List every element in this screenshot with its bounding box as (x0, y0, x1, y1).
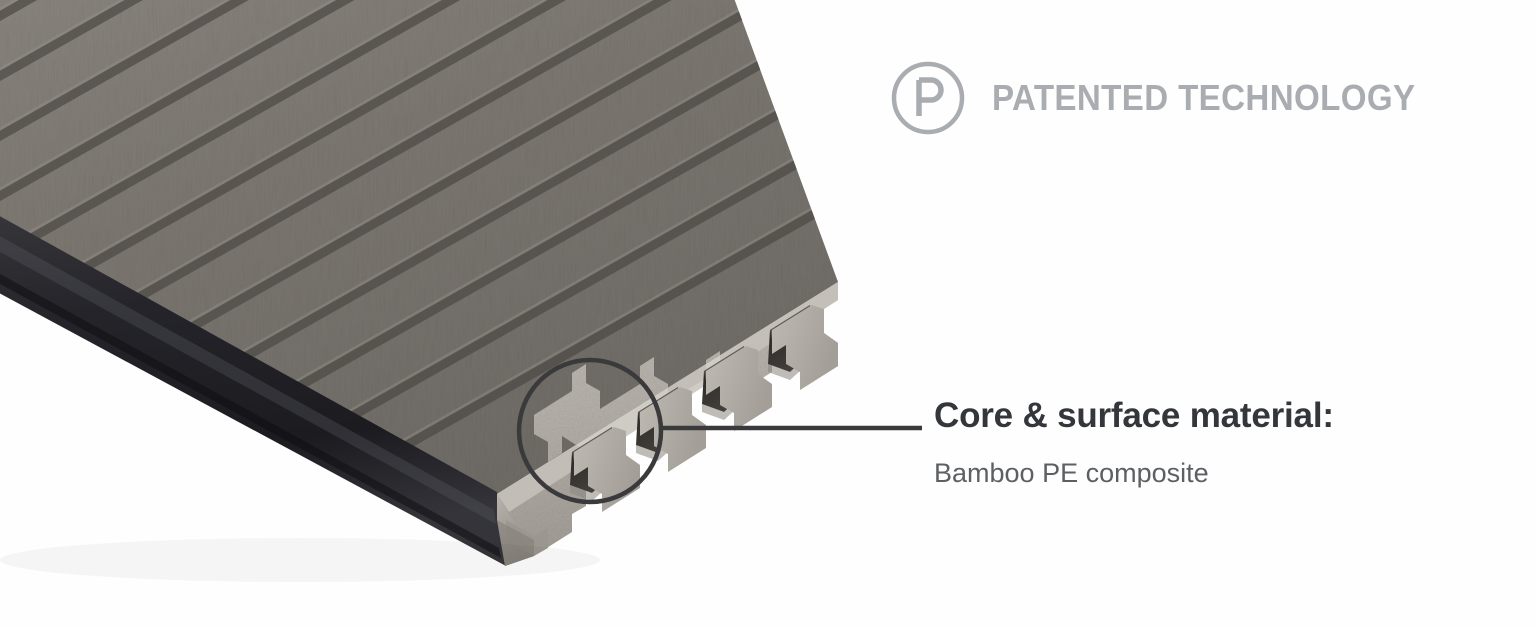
patented-technology-label: PATENTED TECHNOLOGY (992, 77, 1416, 118)
patent-p-circle-icon (891, 61, 965, 135)
decking-board-illustration (0, 0, 838, 582)
callout-subtitle: Bamboo PE composite (934, 457, 1209, 488)
patented-technology-badge: PATENTED TECHNOLOGY (888, 58, 1452, 138)
board-front-edge (0, 216, 506, 566)
product-photo (0, 0, 838, 582)
drop-shadow (0, 538, 600, 582)
callout-block: Core & surface material: Bamboo PE compo… (934, 396, 1494, 488)
callout-title: Core & surface material: (934, 396, 1334, 435)
